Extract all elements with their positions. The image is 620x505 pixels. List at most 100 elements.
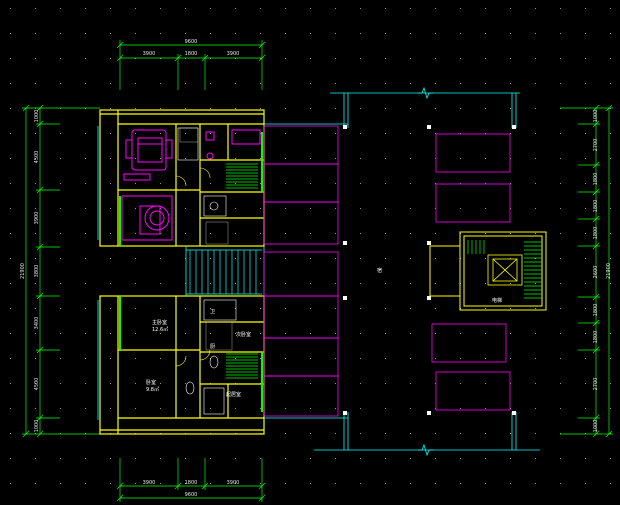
- grid-dot: [110, 8, 111, 9]
- grid-dot: [585, 283, 586, 284]
- grid-dot: [60, 383, 61, 384]
- grid-dot: [385, 208, 386, 209]
- grid-dot: [35, 383, 36, 384]
- grid-dot: [235, 33, 236, 34]
- grid-dot: [60, 33, 61, 34]
- grid-dot: [360, 58, 361, 59]
- left-dim-seg-4: 3800: [34, 265, 40, 278]
- grid-dot: [35, 258, 36, 259]
- grid-dot: [460, 158, 461, 159]
- grid-dot: [510, 258, 511, 259]
- grid-dot: [485, 183, 486, 184]
- grid-dot: [560, 308, 561, 309]
- grid-dot: [60, 233, 61, 234]
- bottom-dim-seg-1: 3900: [143, 480, 156, 486]
- grid-dot: [560, 408, 561, 409]
- grid-dot: [385, 83, 386, 84]
- grid-dot: [110, 408, 111, 409]
- grid-dot: [135, 33, 136, 34]
- room-sublabel-1: 12.6㎡: [152, 326, 168, 333]
- grid-dot: [410, 308, 411, 309]
- grid-dot: [10, 83, 11, 84]
- grid-dot: [610, 108, 611, 109]
- grid-dot: [160, 158, 161, 159]
- grid-dot: [285, 208, 286, 209]
- grid-dot: [10, 358, 11, 359]
- grid-dot: [585, 333, 586, 334]
- grid-dot: [310, 483, 311, 484]
- grid-dot: [510, 183, 511, 184]
- grid-dot: [85, 383, 86, 384]
- grid-dot: [310, 83, 311, 84]
- grid-dot: [385, 383, 386, 384]
- grid-dot: [560, 483, 561, 484]
- right-dim-seg-1: 1000: [593, 110, 599, 123]
- grid-dot: [335, 408, 336, 409]
- grid-dot: [260, 208, 261, 209]
- grid-dot: [135, 108, 136, 109]
- grid-dot: [335, 8, 336, 9]
- grid-dot: [35, 408, 36, 409]
- grid-dot: [10, 183, 11, 184]
- grid-dot: [10, 483, 11, 484]
- grid-dot: [185, 33, 186, 34]
- grid-dot: [535, 58, 536, 59]
- grid-dot: [560, 183, 561, 184]
- grid-dot: [435, 483, 436, 484]
- grid-dot: [360, 8, 361, 9]
- grid-dot: [535, 158, 536, 159]
- grid-dot: [610, 133, 611, 134]
- grid-dot: [460, 383, 461, 384]
- grid-dot: [610, 433, 611, 434]
- grid-dot: [135, 133, 136, 134]
- grid-dot: [85, 233, 86, 234]
- grid-dot: [610, 358, 611, 359]
- grid-dot: [285, 8, 286, 9]
- grid-dot: [360, 383, 361, 384]
- grid-dot: [110, 133, 111, 134]
- grid-dot: [135, 58, 136, 59]
- grid-dot: [260, 483, 261, 484]
- grid-dot: [85, 333, 86, 334]
- sanitary-fixtures: [177, 127, 237, 415]
- right-dim-total: 21900: [606, 263, 612, 279]
- grid-dot: [285, 83, 286, 84]
- grid-dot: [10, 383, 11, 384]
- grid-dot: [585, 483, 586, 484]
- grid-dot: [210, 33, 211, 34]
- grid-dot: [110, 308, 111, 309]
- grid-dot: [310, 333, 311, 334]
- grid-dot: [285, 408, 286, 409]
- grid-dot: [60, 308, 61, 309]
- grid-dot: [560, 208, 561, 209]
- grid-dot: [160, 483, 161, 484]
- grid-dot: [360, 258, 361, 259]
- grid-dot: [485, 58, 486, 59]
- grid-dot: [435, 158, 436, 159]
- grid-dot: [385, 33, 386, 34]
- grid-dot: [335, 58, 336, 59]
- grid-dot: [160, 358, 161, 359]
- grid-dot: [210, 483, 211, 484]
- grid-dot: [435, 233, 436, 234]
- grid-dot: [185, 58, 186, 59]
- grid-dot: [410, 58, 411, 59]
- grid-dot: [410, 108, 411, 109]
- grid-dot: [35, 308, 36, 309]
- grid-dot: [35, 208, 36, 209]
- grid-dot: [610, 183, 611, 184]
- grid-dot: [110, 208, 111, 209]
- right-dim-seg-3: 1800: [593, 173, 599, 186]
- grid-dot: [435, 458, 436, 459]
- grid-dot: [535, 333, 536, 334]
- grid-dot: [535, 233, 536, 234]
- grid-dot: [610, 83, 611, 84]
- grid-dot: [510, 308, 511, 309]
- grid-dot: [335, 283, 336, 284]
- grid-dot: [310, 458, 311, 459]
- grid-dot: [460, 83, 461, 84]
- grid-dot: [335, 133, 336, 134]
- grid-dot: [510, 383, 511, 384]
- grid-dot: [360, 208, 361, 209]
- grid-dot: [85, 158, 86, 159]
